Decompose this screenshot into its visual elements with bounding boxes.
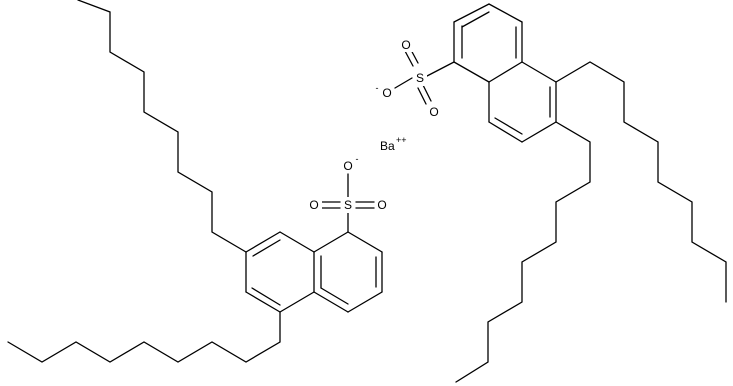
nonyl-chain [555,61,727,303]
bond [417,87,427,105]
nonyl-chain [7,311,281,363]
double-bond [252,239,281,257]
double-bond [251,287,281,306]
bond [347,231,383,253]
bond [453,61,490,83]
oxygen-atom-label: O [343,159,352,173]
left-sulfonate-group: S O - O O [308,154,389,233]
left-naphthalene-ring [245,231,383,313]
sulfur-atom-label: S [344,198,352,212]
bond [422,84,432,102]
oxygen-atom-label: O [401,38,410,52]
bond [521,61,557,83]
bond [488,3,523,23]
oxygen-atom-label: O [309,198,318,212]
barium-charge: ++ [396,135,407,145]
double-bond [494,117,523,135]
double-bond [461,11,490,28]
right-sulfonate-group: S O O O - [376,38,455,119]
double-bond [320,287,349,305]
bond [279,291,315,313]
bond [488,61,523,83]
bond [279,231,315,253]
negative-charge: - [356,154,359,164]
bond [521,121,557,143]
bond [347,291,383,313]
sulfur-atom-label: S [416,71,424,85]
bond [245,231,281,253]
negative-charge: - [376,83,379,93]
barium-atom-label: Ba [380,139,395,153]
oxygen-atom-label: O [377,198,386,212]
barium-cation: Ba ++ [380,135,407,153]
bond [488,121,523,143]
oxygen-atom-label: O [382,86,391,100]
oxygen-atom-label: O [429,105,438,119]
nonyl-chain [77,0,247,253]
bond [245,291,281,313]
bond [453,3,490,23]
right-naphthalene-ring [453,3,557,143]
bond [394,77,413,89]
bond [426,61,455,77]
nonyl-chain [455,121,591,383]
bond [313,231,349,253]
bond [313,291,349,313]
bond [404,50,414,67]
